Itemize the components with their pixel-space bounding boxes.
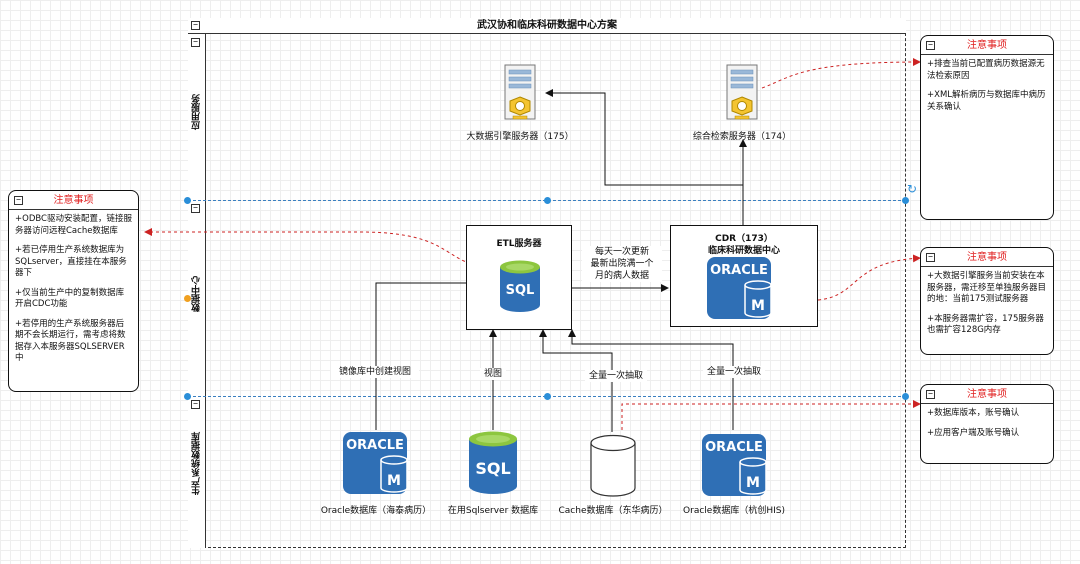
oracle-icon-m: M <box>746 475 760 491</box>
collapse-icon[interactable]: − <box>191 21 200 30</box>
sql-icon-text: SQL <box>506 283 535 298</box>
node-cache-db-label: Cache数据库（东华病历） <box>558 506 668 516</box>
oracle-database-icon[interactable]: ORACLE M <box>700 432 770 498</box>
server-icon[interactable] <box>503 63 541 125</box>
note-link-etl <box>144 228 501 269</box>
note-link-cache <box>621 400 921 430</box>
edge-cdr-to-bigdata-server <box>545 89 743 186</box>
oracle-icon-m: M <box>387 473 401 489</box>
note-item: +数据库版本，账号确认 <box>927 408 1020 418</box>
sql-database-icon: SQL <box>500 260 540 312</box>
cache-database-icon[interactable] <box>589 434 637 498</box>
note-item: +若停用的生产系统服务器后期不会长期运行，需考虑将数据存入本服务器SQLSERV… <box>15 318 126 364</box>
note-title: 注意事项 <box>9 191 138 210</box>
node-oracle-his-label: Oracle数据库（杭创HIS) <box>683 506 785 516</box>
collapse-icon[interactable]: − <box>926 41 935 50</box>
collapse-icon[interactable]: − <box>14 196 23 205</box>
note-card[interactable]: − 注意事项 +ODBC驱动安装配置，链接服务器访问远程Cache数据库 +若已… <box>8 190 139 392</box>
note-title: 注意事项 <box>921 248 1053 267</box>
oracle-icon-m: M <box>751 298 765 314</box>
collapse-icon[interactable]: − <box>191 38 200 47</box>
note-item: +本服务器需扩容，175服务器也需扩容128G内存 <box>927 313 1044 336</box>
note-item: +仅当前生产中的复制数据库开启CDC功能 <box>15 287 125 310</box>
lane-data-center: − 数据中心 <box>188 200 206 396</box>
sql-database-icon[interactable]: SQL <box>466 430 520 496</box>
note-body: +ODBC驱动安装配置，链接服务器访问远程Cache数据库 +若已停用生产系统数… <box>9 210 138 377</box>
edge-oracle-his-to-etl <box>568 329 734 430</box>
edge-label-daily-update: 每天一次更新 最新出院满一个 月的病人数据 <box>582 246 662 282</box>
note-item: +XML解析病历与数据库中病历关系确认 <box>927 90 1046 112</box>
node-title: ETL服务器 <box>496 239 542 249</box>
note-link-search-server <box>761 58 921 89</box>
edge-label-full-extract: 全量一次抽取 <box>585 370 647 382</box>
note-body: +数据库版本，账号确认 +应用客户端及账号确认 <box>921 404 1053 451</box>
selection-handle[interactable] <box>544 393 551 400</box>
note-title: 注意事项 <box>921 36 1053 55</box>
node-subtitle: 临床科研数据中心 <box>707 246 780 256</box>
note-card[interactable]: − 注意事项 +数据库版本，账号确认 +应用客户端及账号确认 <box>920 384 1054 464</box>
oracle-database-icon: ORACLE M <box>707 257 772 319</box>
lane-production-db: − 生产系统数据库 <box>188 396 206 548</box>
rotate-icon[interactable]: ↻ <box>907 182 918 196</box>
edge-oracle-haitai-to-etl <box>375 279 474 430</box>
note-item: +排查当前已配置病历数据源无法检索原因 <box>927 59 1045 81</box>
edge-label-mirror-view: 镜像库中创建视图 <box>331 366 419 378</box>
sql-icon-text: SQL <box>475 459 510 478</box>
selection-handle[interactable] <box>902 393 909 400</box>
selection-handle[interactable] <box>184 197 191 204</box>
collapse-icon[interactable]: − <box>926 390 935 399</box>
selection-handle[interactable] <box>184 393 191 400</box>
node-bigdata-server-label: 大数据引擎服务器（175） <box>466 132 574 142</box>
note-card[interactable]: − 注意事项 +排查当前已配置病历数据源无法检索原因 +XML解析病历与数据库中… <box>920 35 1054 220</box>
note-item: +ODBC驱动安装配置，链接服务器访问远程Cache数据库 <box>15 214 132 236</box>
node-search-server-label: 综合检索服务器（174） <box>692 132 792 142</box>
selection-handle[interactable] <box>902 197 909 204</box>
lane-app-services: − 应用服务 <box>188 34 206 200</box>
node-oracle-haitai-label: Oracle数据库（海泰病历） <box>320 506 432 516</box>
node-title: CDR（173） <box>715 234 773 244</box>
note-title: 注意事项 <box>921 385 1053 404</box>
collapse-icon[interactable]: − <box>926 253 935 262</box>
note-body: +大数据引擎服务当前安装在本服务器，需迁移至单独服务器目的地：当前175测试服务… <box>921 267 1053 349</box>
diagram-title: 武汉协和临床科研数据中心方案 <box>188 18 906 34</box>
node-sqlserver-label: 在用Sqlserver 数据库 <box>447 506 539 516</box>
note-body: +排查当前已配置病历数据源无法检索原因 +XML解析病历与数据库中病历关系确认 <box>921 55 1053 125</box>
collapse-icon[interactable]: − <box>191 400 200 409</box>
note-item: +若已停用生产系统数据库为SQLserver，直接挂在本服务器下 <box>15 245 127 278</box>
note-item: +大数据引擎服务当前安装在本服务器，需迁移至单独服务器目的地：当前175测试服务… <box>927 271 1047 304</box>
selection-handle[interactable] <box>544 197 551 204</box>
oracle-database-icon[interactable]: ORACLE M <box>341 430 411 496</box>
oracle-icon-text: ORACLE <box>346 438 404 453</box>
oracle-icon-text: ORACLE <box>710 263 768 278</box>
server-icon[interactable] <box>725 63 763 125</box>
edge-label-view: 视图 <box>480 368 506 380</box>
note-link-cdr <box>817 254 921 301</box>
oracle-icon-text: ORACLE <box>705 440 763 455</box>
note-item: +应用客户端及账号确认 <box>927 427 1020 438</box>
collapse-icon[interactable]: − <box>191 204 200 213</box>
note-card[interactable]: − 注意事项 +大数据引擎服务当前安装在本服务器，需迁移至单独服务器目的地：当前… <box>920 247 1054 355</box>
selection-handle[interactable] <box>184 295 191 302</box>
edge-label-full-extract: 全量一次抽取 <box>703 366 765 378</box>
edge-cache-to-etl <box>539 329 613 432</box>
